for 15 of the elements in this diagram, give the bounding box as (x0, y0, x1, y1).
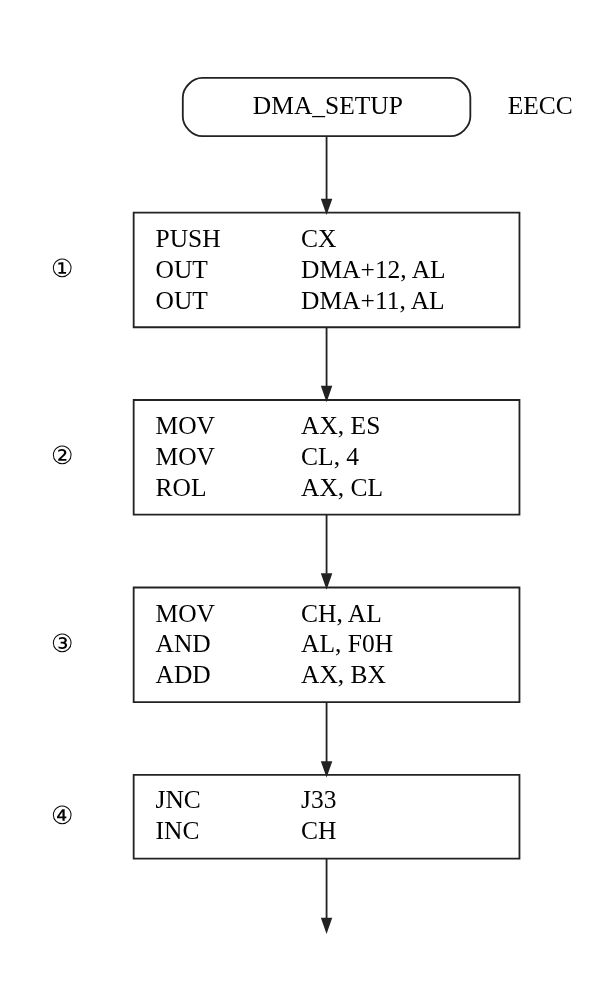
node-label: EECC (507, 90, 573, 120)
node-box: JNC J33 INC CH (132, 774, 521, 860)
node-box: MOV CH, AL AND AL, F0H ADD AX, BX (132, 586, 521, 703)
arrow (320, 857, 333, 935)
node-box: MOV AX, ES MOV CL, 4 ROL AX, CL (132, 399, 521, 516)
arrow (320, 135, 333, 216)
arrow (320, 701, 333, 778)
node-box: DMA_SETUP (181, 77, 472, 138)
node-box: PUSH CX OUT DMA+12, AL OUT DMA+11, AL (132, 211, 521, 329)
node-label: ② (50, 441, 73, 471)
node-label: ① (50, 253, 73, 283)
node-label: ④ (50, 800, 73, 830)
arrow (320, 513, 333, 590)
arrow (320, 326, 333, 403)
node-label: ③ (50, 628, 73, 658)
